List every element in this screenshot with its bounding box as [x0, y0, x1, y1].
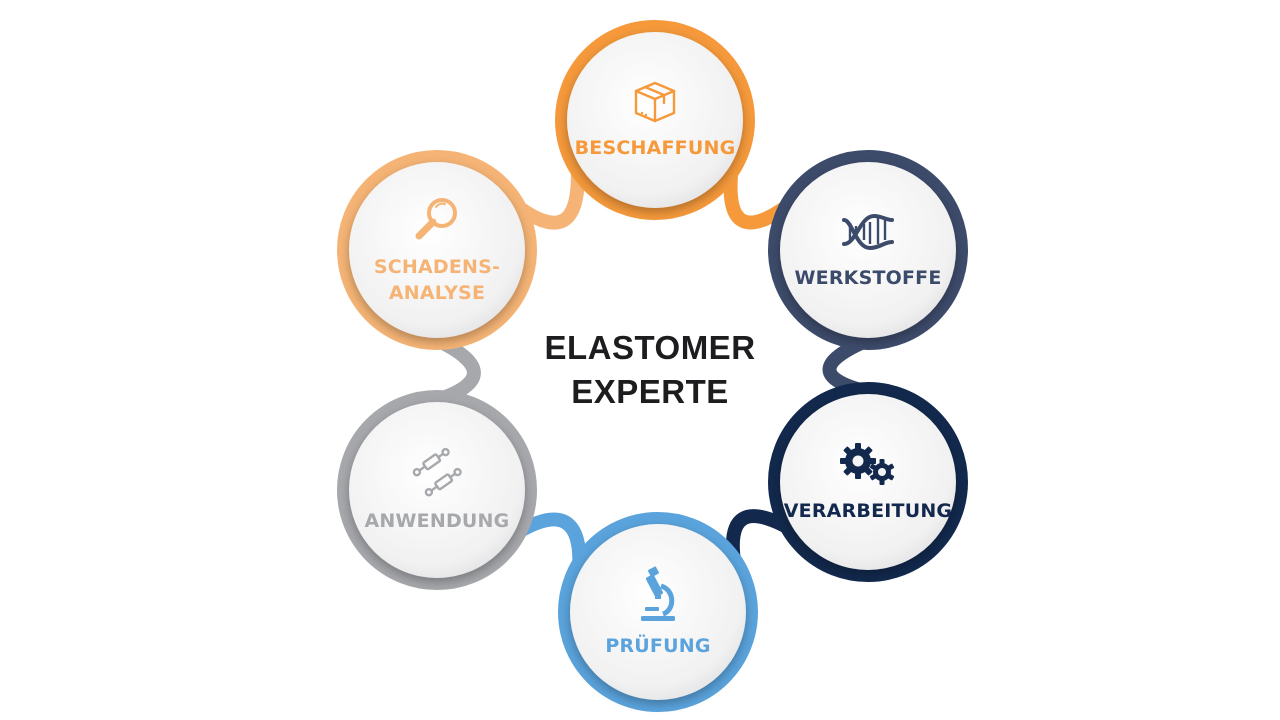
- node-label-werkstoffe: WERKSTOFFE: [794, 265, 941, 291]
- node-label-anwendung: ANWENDUNG: [365, 508, 510, 534]
- node-label-line: BESCHAFFUNG: [574, 136, 736, 159]
- ring-group: [337, 20, 968, 712]
- node-werkstoffe: WERKSTOFFE: [780, 162, 956, 338]
- ring-anwendung: [337, 390, 537, 590]
- ring-schadensanalyse: [337, 150, 537, 350]
- node-schadensanalyse: SCHADENS- ANALYSE: [349, 162, 525, 338]
- disc-werkstoffe: [780, 162, 956, 338]
- hydraulic-cylinder-icon: [410, 447, 464, 502]
- node-label-line: ANALYSE: [388, 281, 486, 304]
- disc-verarbeitung: [780, 394, 956, 570]
- disc-schadensanalyse: [349, 162, 525, 338]
- node-pruefung: PRÜFUNG: [570, 524, 746, 700]
- center-title: ELASTOMER EXPERTE: [500, 326, 800, 414]
- ring-werkstoffe: [768, 150, 968, 350]
- dna-icon: [840, 210, 896, 259]
- node-label-line: ANWENDUNG: [364, 509, 510, 532]
- box-icon: [632, 80, 678, 129]
- disc-pruefung: [570, 524, 746, 700]
- node-label-schadensanalyse: SCHADENS- ANALYSE: [374, 254, 500, 306]
- node-label-line: PRÜFUNG: [605, 634, 711, 657]
- node-label-line: SCHADENS-: [373, 255, 501, 278]
- node-anwendung: ANWENDUNG: [349, 402, 525, 578]
- node-label-line: WERKSTOFFE: [794, 266, 942, 289]
- node-label-pruefung: PRÜFUNG: [605, 633, 710, 659]
- node-label-line: VERARBEITUNG: [783, 499, 953, 522]
- ring-pruefung: [558, 512, 758, 712]
- microscope-icon: [635, 565, 681, 627]
- ring-verarbeitung: [768, 382, 968, 582]
- disc-group: [349, 32, 956, 700]
- gears-icon: [836, 441, 900, 492]
- node-label-beschaffung: BESCHAFFUNG: [575, 135, 736, 161]
- node-beschaffung: BESCHAFFUNG: [567, 32, 743, 208]
- disc-anwendung: [349, 402, 525, 578]
- center-title-line-1: ELASTOMER: [544, 329, 756, 366]
- node-verarbeitung: VERARBEITUNG: [780, 394, 956, 570]
- node-label-verarbeitung: VERARBEITUNG: [784, 498, 952, 524]
- magnifier-icon: [413, 195, 461, 248]
- ring-beschaffung: [555, 20, 755, 220]
- center-title-line-2: EXPERTE: [571, 373, 729, 410]
